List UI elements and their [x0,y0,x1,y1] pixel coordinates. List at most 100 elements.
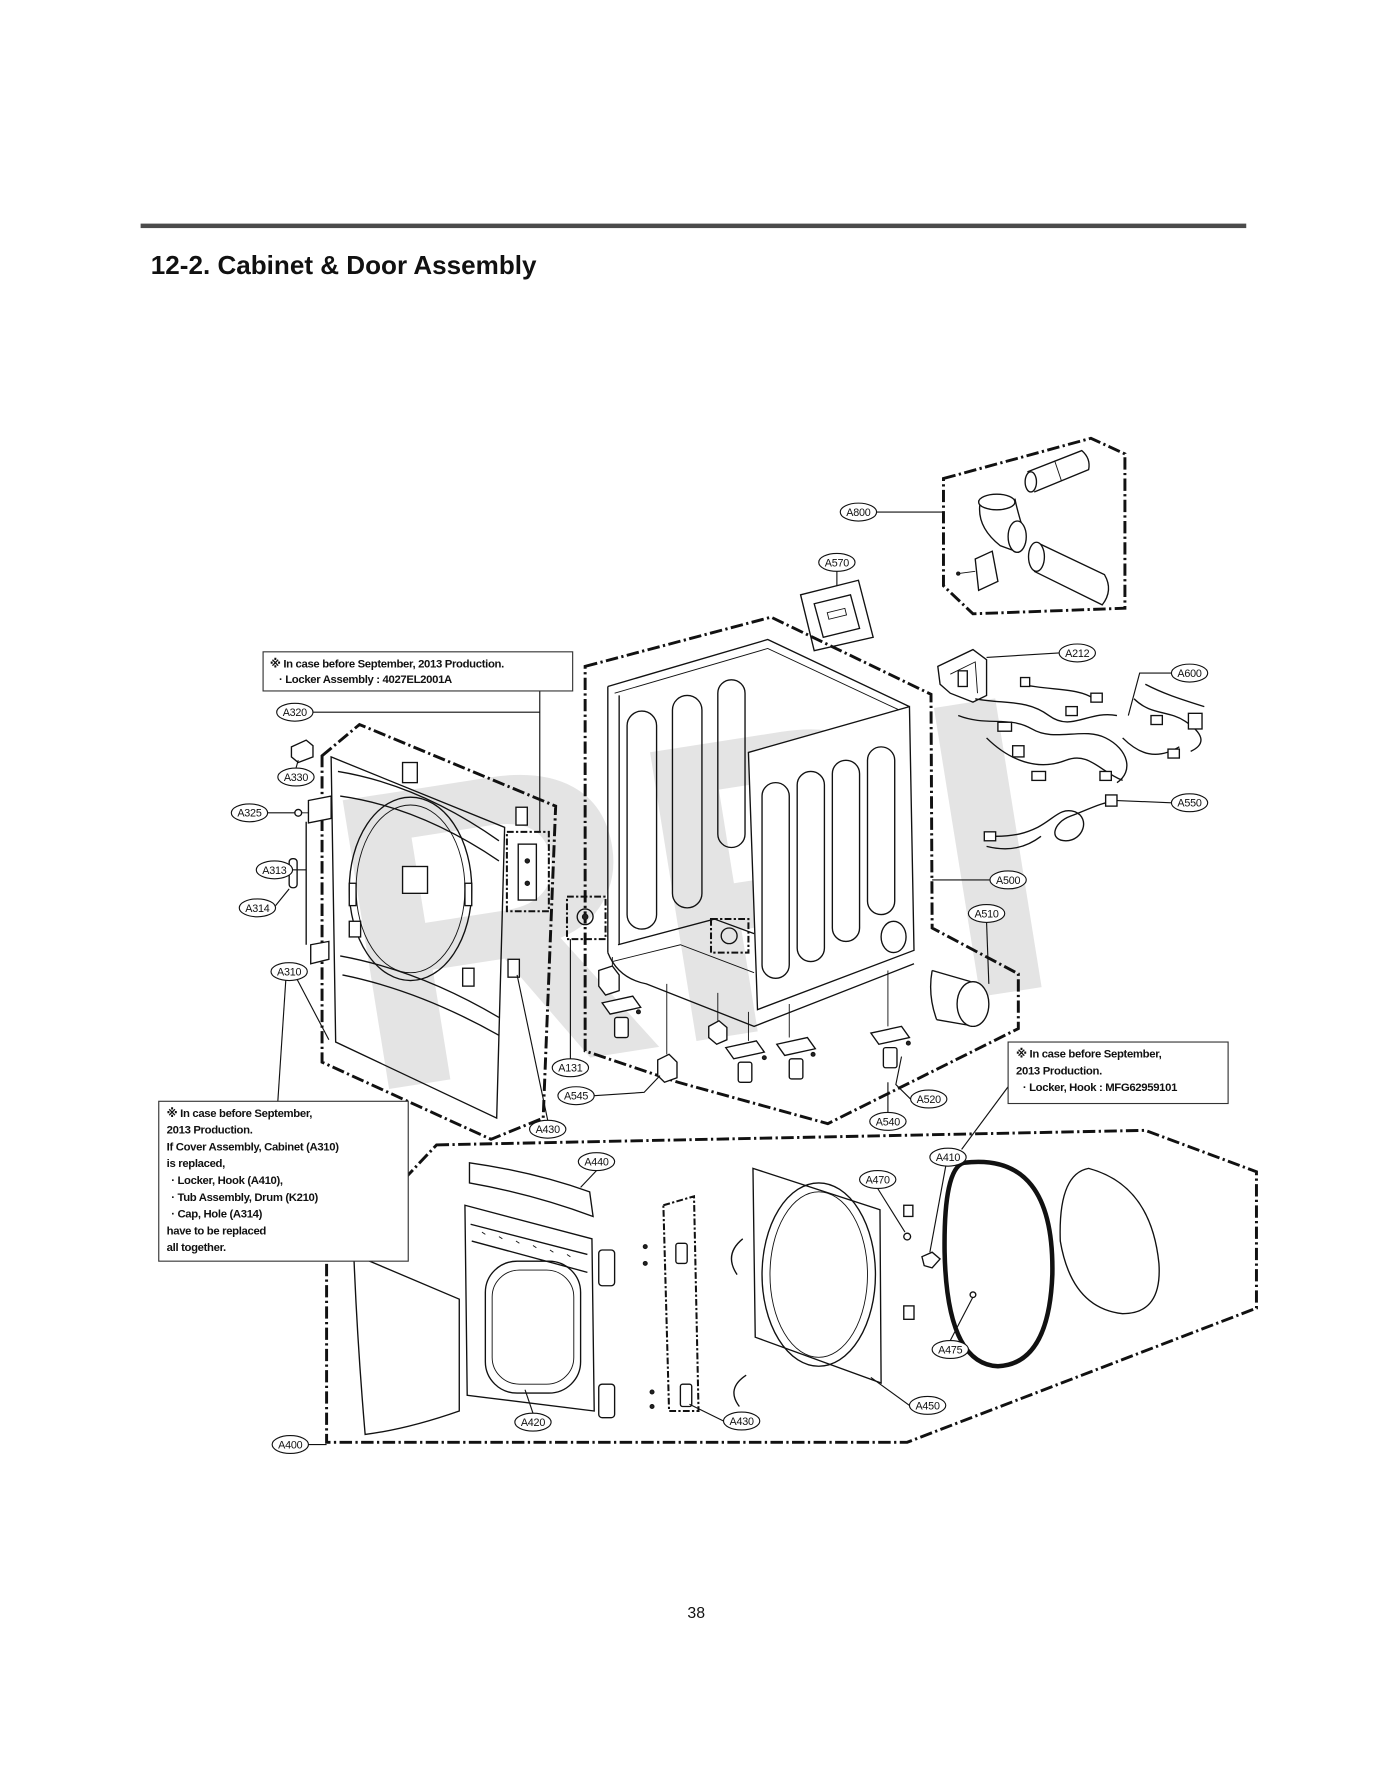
cabinet-boundary [583,615,1020,1126]
leveling-foot [882,1046,898,1069]
header-rule [140,223,1247,229]
note-locker-assembly: ※ In case before September, 2013 Product… [262,651,574,692]
callout-label: A430 [536,1124,561,1136]
callout-label: A510 [974,908,999,920]
callout-a520: A520 [910,1089,948,1109]
front-cover-panel [330,755,506,1120]
note-line: is replaced, [167,1158,225,1170]
note-line: · Locker Assembly : 4027EL2001A [279,674,452,686]
callout-a430-cabinet: A430 [529,1119,567,1139]
callout-a131: A131 [551,1058,590,1078]
callout-a310: A310 [270,962,308,982]
door-hinges [598,1244,655,1419]
note-line: · Tub Assembly, Drum (K210) [171,1192,318,1204]
callout-a430-door: A430 [722,1411,761,1431]
note-line: 2013 Production. [1016,1066,1102,1078]
locker-part [517,843,538,901]
callout-a800: A800 [839,502,878,522]
note-line: all together. [167,1242,226,1254]
callout-a470: A470 [858,1170,897,1190]
bearing-box [565,895,607,941]
note-line: 2013 Production. [167,1125,253,1137]
note-line: have to be replaced [167,1225,267,1237]
inner-mount-box [709,918,750,954]
duct-pipe-long [1027,541,1110,606]
door-group [325,1128,1258,1444]
callout-label: A545 [564,1091,589,1103]
callout-label: A470 [866,1175,891,1187]
duct-pipe-short [1024,449,1090,493]
callout-label: A475 [938,1344,963,1356]
page-title: 12-2. Cabinet & Door Assembly [151,252,537,280]
center-block [708,1019,728,1046]
callout-label: A410 [936,1152,961,1164]
screw-part [294,808,309,817]
callout-a400: A400 [271,1435,310,1455]
callout-label: A550 [1177,798,1202,810]
front-cover-group [320,722,558,1141]
base-bracket [598,965,620,996]
power-cable-part [983,794,1118,850]
callout-a314: A314 [238,898,277,918]
duct-elbow [977,493,1027,554]
note-box [1007,1041,1229,1105]
callout-label: A314 [245,903,270,915]
callout-a510: A510 [967,903,1006,923]
note-line: · Cap, Hole (A314) [171,1209,262,1221]
callout-a450: A450 [908,1395,947,1415]
callout-a212: A212 [1058,643,1096,663]
note-line: ※ In case before September, 2013 Product… [270,659,504,671]
support-bracket [657,1053,678,1084]
callout-label: A310 [277,967,302,979]
callout-a600: A600 [1170,663,1209,683]
callout-a330: A330 [277,767,315,787]
note-line: · Locker, Hook : MFG62959101 [1023,1082,1177,1094]
callout-a420: A420 [514,1412,552,1432]
locker-box [505,830,550,913]
front-cover-boundary [320,722,558,1141]
door-boundary [325,1128,1258,1444]
callout-a540: A540 [869,1111,907,1131]
cabinet-group [565,615,1020,1126]
wire-harness-part [957,676,1205,784]
note-line: ※ In case before September, [167,1108,313,1120]
callout-a545: A545 [557,1086,595,1106]
callout-label: A131 [558,1063,583,1075]
callout-label: A313 [262,865,287,877]
door-hook-part [921,1251,942,1269]
callout-label: A570 [825,557,850,569]
callout-label: A420 [521,1417,546,1429]
exhaust-duct-part [929,969,990,1028]
duct-kit-boundary [942,436,1127,616]
hinge-bracket-part [290,739,314,764]
callout-label: A400 [278,1440,303,1452]
callout-label: A520 [917,1094,942,1106]
callout-a325: A325 [230,803,269,823]
cabinet-feet [598,957,911,1084]
hook-strip [662,1194,700,1412]
callout-a410: A410 [929,1147,967,1167]
door-trim-strip [468,1162,594,1218]
note-box [262,651,574,692]
callout-label: A325 [237,808,262,820]
hinge-rod-part [305,795,332,965]
note-box [158,1100,409,1262]
callout-label: A800 [846,507,871,519]
cover-plate-part [799,579,875,652]
page-number: 38 [687,1605,705,1622]
callout-label: A440 [584,1157,609,1169]
note-line: If Cover Assembly, Cabinet (A310) [167,1142,340,1154]
callout-a475: A475 [931,1339,969,1359]
leveling-foot [788,1058,804,1080]
note-locker-hook: ※ In case before September, 2013 Product… [1007,1041,1229,1105]
inner-door-panel [730,1167,915,1407]
note-line: · Locker, Hook (A410), [171,1175,283,1187]
door-clip-part [903,1232,912,1241]
duct-kit-group [942,436,1127,616]
callout-a320: A320 [276,702,314,722]
cabinet-shell [607,638,915,1028]
door-window [484,1260,582,1394]
leveling-foot [737,1061,753,1083]
